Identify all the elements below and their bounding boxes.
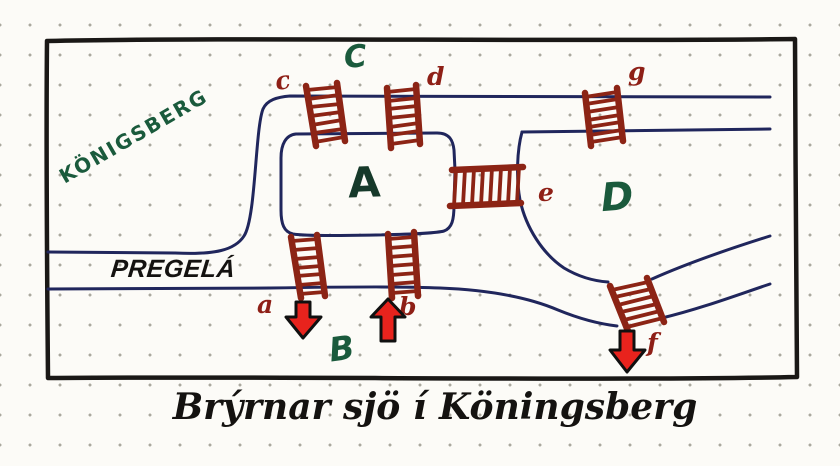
city-name-label: KÖNIGSBERG [55,83,212,189]
bridge-label-d: d [427,62,445,91]
river-name-label: PREGELÁ [109,255,237,283]
bridge-label-a: a [257,290,274,319]
region-label-D: D [599,173,635,222]
region-label-A: A [347,157,382,208]
bridge-label-b: b [399,292,417,321]
bridge-label-g: g [628,57,646,86]
bridge-label-e: e [538,178,554,207]
figure-caption: Brýrnar sjö í Köningsberg [172,386,698,428]
region-label-C: C [342,38,369,76]
bridge-label-f: f [647,328,658,357]
bridge-label-c: c [272,64,293,97]
region-label-B: B [326,327,357,370]
